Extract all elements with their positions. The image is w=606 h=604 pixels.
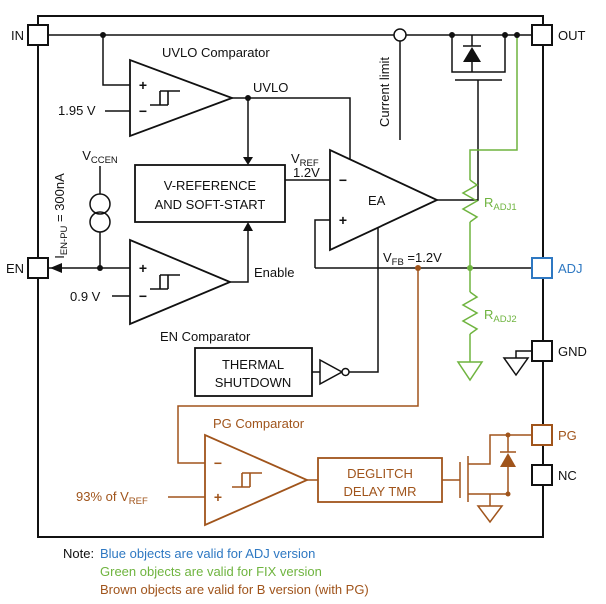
pin-out-label: OUT [558,28,586,43]
note-prefix: Note: [63,546,94,561]
pin-in [27,24,49,46]
vccen-label: VCCEN [82,148,118,166]
pin-nc-label: NC [558,468,577,483]
pg-body-diode-icon [500,453,516,467]
thermal-output-wire [312,228,379,373]
pin-out [531,24,553,46]
note-fix-line: Green objects are valid for FIX version [100,564,322,579]
pin-gnd-label: GND [558,344,587,359]
current-source-icon [89,193,111,215]
brown-wires [168,268,532,524]
deglitch-delay-block [317,457,443,503]
pg-tap-dot [415,265,421,271]
plus-sign: + [214,489,222,505]
plus-sign: + [339,212,347,228]
pin-gnd [531,340,553,362]
plus-sign: + [139,260,147,276]
thermal-line1: THERMAL [222,357,284,372]
ground-icon [476,505,504,524]
junction-dots [97,32,520,271]
uvlo-comparator-triangle [129,58,235,138]
en-comparator-title: EN Comparator [160,329,251,344]
black-wires [48,34,532,373]
current-limit-label: Current limit [377,57,392,127]
minus-sign: − [139,103,147,119]
ien-pullup-label: IEN-PU = 300nA [52,173,70,259]
uvlo-output-label: UVLO [253,80,288,95]
uvlo-comparator-title: UVLO Comparator [162,45,270,60]
pin-nc [531,464,553,486]
gnd-symbol-wire [515,350,532,358]
enable-label: Enable [254,265,294,280]
diode-dot [505,432,511,438]
en-pullup-arrow-icon [50,263,62,273]
ground-icon [502,357,530,377]
en-ref-label: 0.9 V [70,289,101,304]
uvlo-plus-wire [102,35,130,86]
minus-sign: − [139,288,147,304]
ea-plus-wire [314,219,330,268]
error-amplifier-triangle [329,148,440,252]
radj1-label: RADJ1 [484,195,517,213]
uvlo-ref-label: 1.95 V [58,103,96,118]
pin-en [27,257,49,279]
radj2-label: RADJ2 [484,307,517,325]
pg-comparator-triangle [204,433,310,527]
radj2-resistor [461,291,479,335]
pg-fet-source-wire [468,493,508,506]
pg-body-diode-wires [500,435,516,494]
current-source-icon [89,211,111,233]
pin-pg [531,424,553,446]
plus-sign: + [139,77,147,93]
pass-fet-wires [437,35,506,201]
buffer-icon [319,358,344,386]
en-comparator-triangle [129,238,233,326]
vfb-junction-dot [467,265,473,271]
vref-label: VREF [291,151,319,169]
note-adj-line: Blue objects are valid for ADJ version [100,546,315,561]
radj1-resistor [461,179,479,223]
vref-block-line1: V-REFERENCE [164,178,257,193]
error-amplifier-label: EA [368,193,386,208]
deglitch-line2: DELAY TMR [344,484,417,499]
pin-adj [531,257,553,279]
current-limit-sensor-icon [393,28,407,42]
pg-comparator-title: PG Comparator [213,416,305,431]
minus-sign: − [339,172,347,188]
pg-fet-drain-wire [468,434,532,465]
vref-value-label: 1.2V [293,165,320,180]
vref-softstart-block [134,164,286,223]
pin-pg-label: PG [558,428,577,443]
vfb-to-pg-wire [177,268,419,464]
enable-arrow-icon [243,222,253,231]
inverter-bubble-icon [341,367,350,377]
thermal-line2: SHUTDOWN [215,375,292,390]
vref-block-line2: AND SOFT-START [155,197,266,212]
note-pg-line: Brown objects are valid for B version (w… [100,582,369,597]
diode-dot [505,491,511,497]
pin-en-label: EN [6,261,24,276]
enable-wire [230,231,249,283]
pin-adj-label: ADJ [558,261,583,276]
body-diode-icon [463,47,481,62]
out-to-divider-wire [469,35,518,180]
pg-ref-label: 93% of VREF [76,489,148,507]
pg-fet-gate-wires [442,456,469,502]
green-wires [456,35,518,382]
pin-in-label: IN [11,28,24,43]
ground-icon [456,361,484,382]
deglitch-line1: DEGLITCH [347,466,413,481]
uvlo-output-wire [232,97,351,159]
uvlo-arrow-icon [243,157,253,165]
thermal-shutdown-block [194,347,313,397]
vfb-label: VFB =1.2V [383,250,442,268]
minus-sign: − [214,455,222,471]
